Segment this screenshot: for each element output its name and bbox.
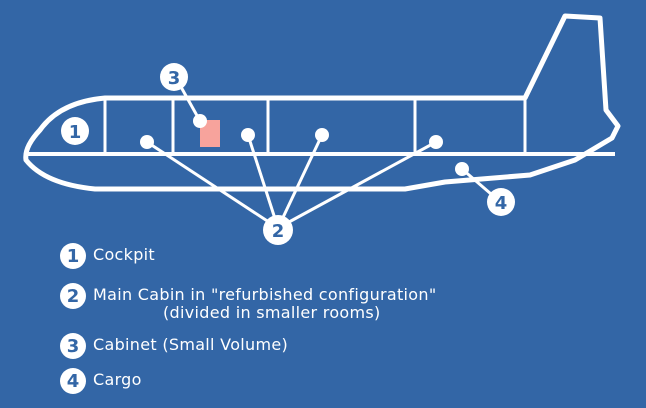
marker-cargo-number: 4	[495, 193, 508, 214]
legend-label-line2: (divided in smaller rooms)	[163, 303, 381, 322]
legend-label: Cargo	[93, 370, 142, 389]
legend-label: Cockpit	[93, 245, 155, 264]
legend-item-main-cabin: 2 Main Cabin in "refurbished configurati…	[60, 283, 437, 322]
legend-item-cabinet: 3 Cabinet (Small Volume)	[60, 333, 288, 359]
legend-number: 3	[60, 333, 86, 359]
marker-main-cabin-number: 2	[272, 221, 285, 242]
legend-item-cockpit: 1 Cockpit	[60, 243, 155, 269]
cabinet-box	[200, 120, 220, 147]
legend-number: 2	[60, 283, 86, 309]
legend-label-block: Main Cabin in "refurbished configuration…	[93, 283, 437, 322]
marker-cargo: 4	[487, 188, 515, 216]
legend-number: 4	[60, 368, 86, 394]
legend-label: Cabinet (Small Volume)	[93, 335, 289, 354]
marker-cabinet-number: 3	[168, 68, 181, 89]
marker-cockpit: 1	[61, 117, 89, 145]
marker-main-cabin: 2	[263, 215, 293, 245]
fuselage-outline	[23, 13, 621, 192]
leader-dots	[140, 114, 469, 176]
marker-cabinet: 3	[160, 63, 188, 91]
marker-cockpit-number: 1	[69, 122, 82, 143]
legend-item-cargo: 4 Cargo	[60, 368, 142, 394]
legend-number: 1	[60, 243, 86, 269]
legend-label: Main Cabin in "refurbished configuration…	[93, 285, 437, 304]
